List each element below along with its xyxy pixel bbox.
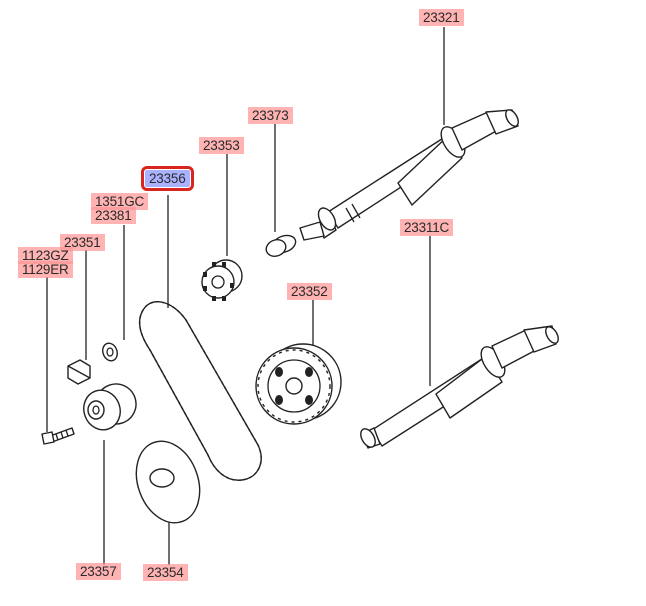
part-label-23353[interactable]: 23353: [199, 137, 244, 154]
part-label-23356[interactable]: 23356: [141, 166, 194, 191]
guide-plate-part: [135, 440, 201, 524]
part-label-23352[interactable]: 23352: [287, 283, 332, 300]
part-label-23381[interactable]: 23381: [91, 207, 136, 224]
part-label-1351GC[interactable]: 1351GC: [91, 193, 149, 210]
leader-lines: [46, 27, 445, 565]
part-label-1129ER[interactable]: 1129ER: [18, 261, 73, 278]
part-label-23357[interactable]: 23357: [76, 563, 121, 580]
bolt-part: [67, 359, 91, 385]
part-label-23354[interactable]: 23354: [143, 564, 188, 581]
crank-sprocket-part: [201, 259, 243, 301]
bush-part: [265, 234, 297, 257]
part-label-1123GZ[interactable]: 1123GZ: [18, 247, 73, 264]
tensioner-pulley-part: [83, 383, 137, 431]
part-label-23311C[interactable]: 23311C: [400, 219, 454, 236]
upper-shaft-part: [299, 109, 519, 241]
lower-shaft-part: [360, 325, 559, 449]
part-label-23321[interactable]: 23321: [419, 9, 464, 26]
timing-belt-part: [138, 301, 262, 481]
cam-sprocket-part: [255, 343, 342, 425]
part-label-23351[interactable]: 23351: [60, 234, 105, 251]
part-label-23373[interactable]: 23373: [248, 107, 293, 124]
washer-part: [102, 342, 118, 362]
long-bolt-part: [41, 427, 75, 445]
